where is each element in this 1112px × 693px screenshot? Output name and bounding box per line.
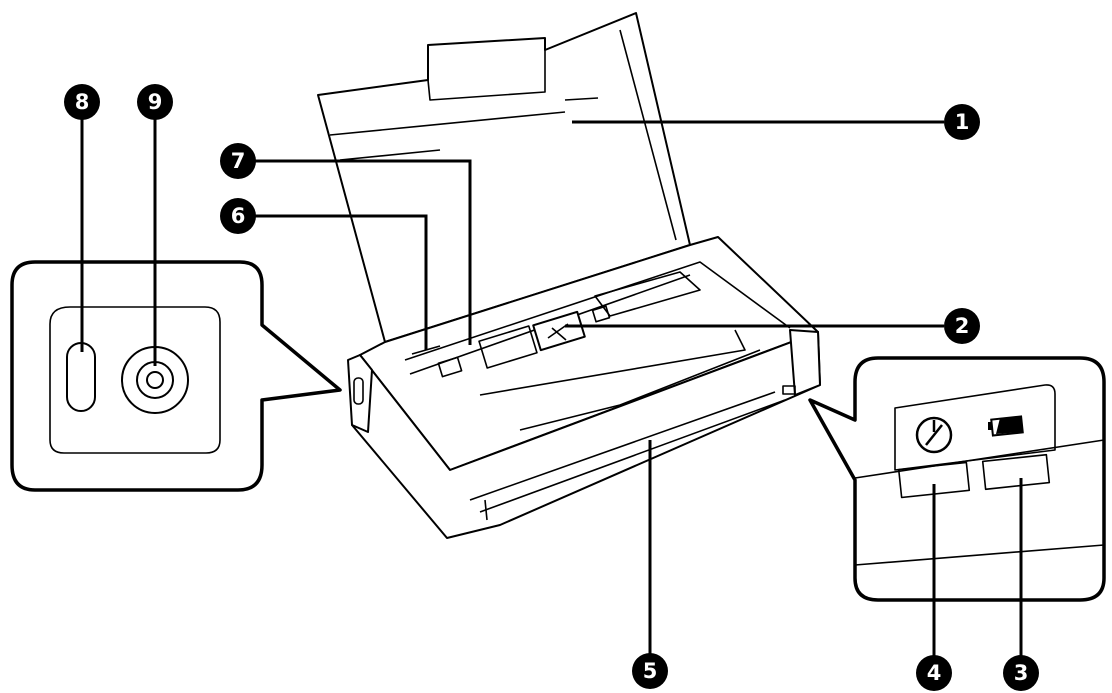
svg-text:3: 3 bbox=[1014, 661, 1029, 685]
svg-text:2: 2 bbox=[955, 314, 970, 338]
svg-text:8: 8 bbox=[75, 90, 90, 114]
battery-light bbox=[981, 453, 1051, 491]
callout-7: 7 bbox=[220, 143, 256, 179]
svg-text:6: 6 bbox=[231, 204, 246, 228]
svg-text:1: 1 bbox=[955, 110, 970, 134]
svg-text:4: 4 bbox=[927, 661, 942, 685]
callout-8: 8 bbox=[64, 84, 100, 120]
battery-icon bbox=[988, 415, 1024, 437]
leader-lines bbox=[80, 102, 1023, 668]
callout-3: 3 bbox=[1003, 655, 1039, 691]
lights-inset bbox=[808, 356, 1106, 602]
callout-1: 1 bbox=[944, 104, 980, 140]
svg-text:5: 5 bbox=[643, 659, 658, 683]
callout-2: 2 bbox=[944, 308, 980, 344]
usb-port bbox=[66, 342, 96, 412]
usb-port-icon bbox=[782, 385, 796, 395]
power-icon bbox=[915, 416, 953, 454]
printer-body bbox=[347, 236, 821, 539]
svg-text:9: 9 bbox=[148, 90, 163, 114]
callout-4: 4 bbox=[916, 655, 952, 691]
callout-6: 6 bbox=[220, 198, 256, 234]
callout-9: 9 bbox=[137, 84, 173, 120]
callout-markers: 1 2 3 4 5 6 7 8 9 bbox=[64, 84, 1039, 691]
callout-5: 5 bbox=[632, 653, 668, 689]
ports-inset bbox=[10, 260, 342, 492]
dc-in-port bbox=[121, 346, 189, 414]
printer-illustration bbox=[317, 12, 821, 539]
svg-text:7: 7 bbox=[231, 149, 246, 173]
dc-in-port-icon bbox=[353, 377, 364, 405]
